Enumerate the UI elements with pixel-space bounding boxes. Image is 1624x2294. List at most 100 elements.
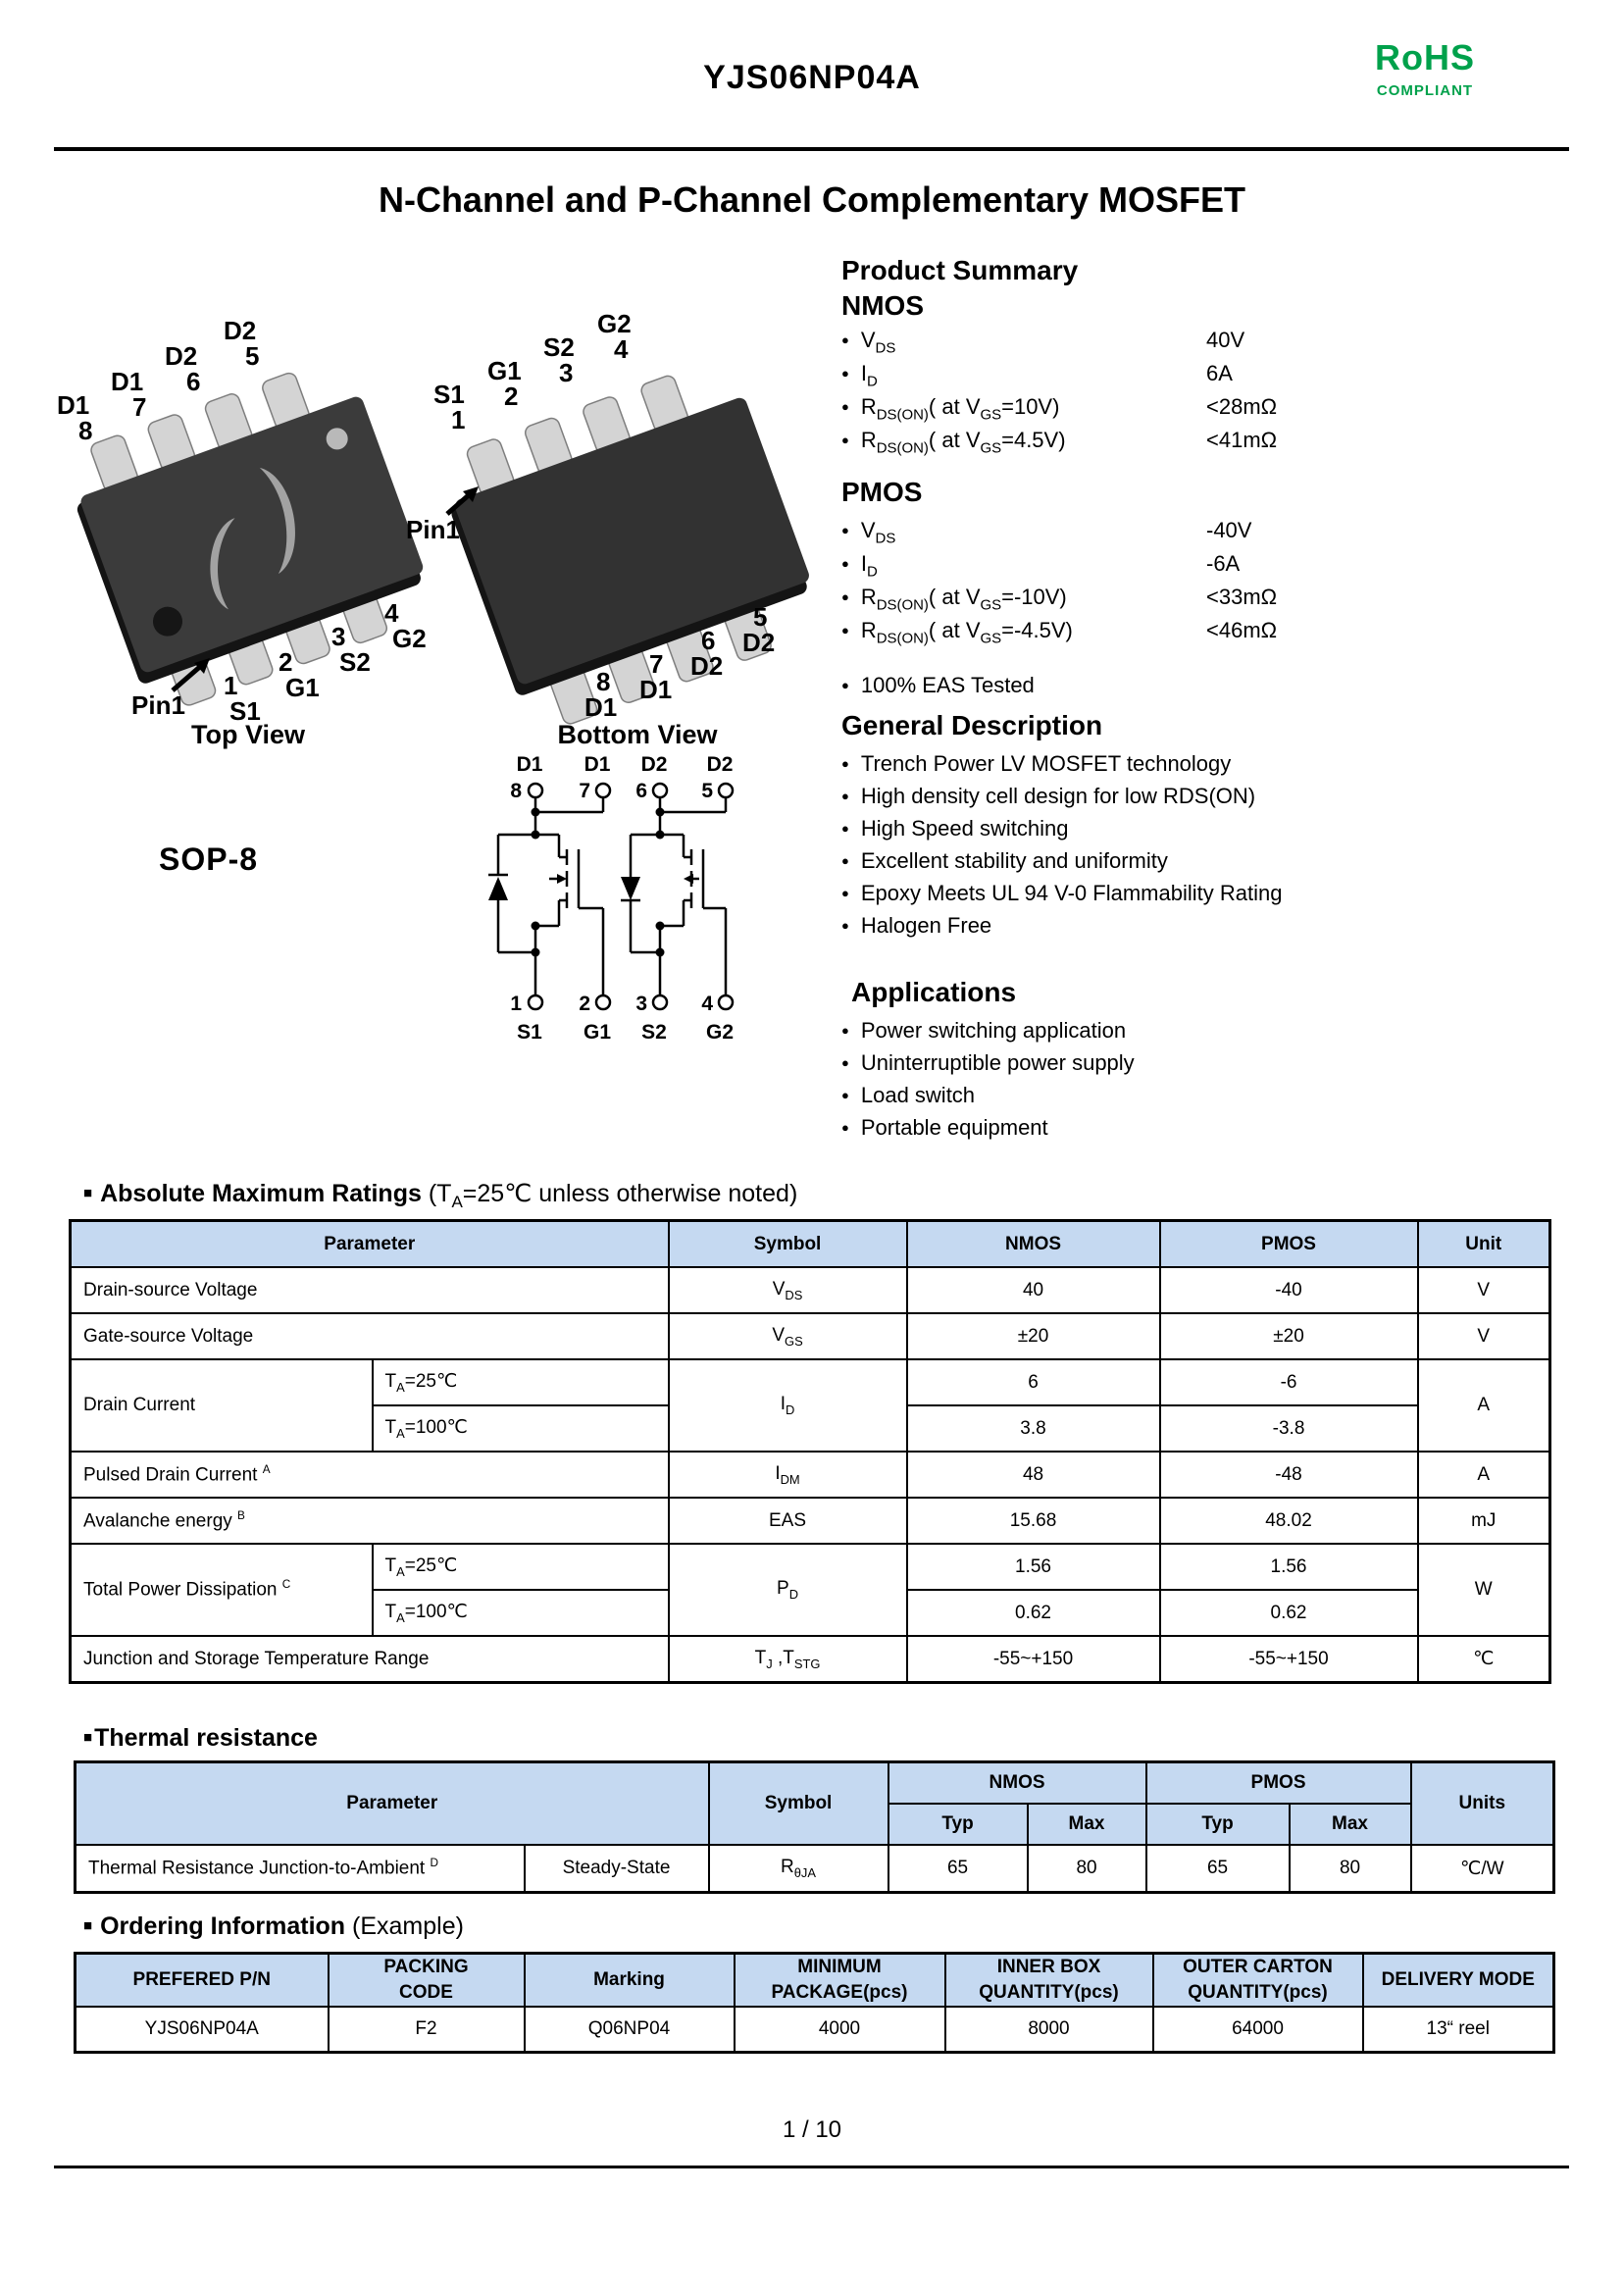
pin-number: 1 xyxy=(224,671,237,700)
col-header: Typ xyxy=(887,1803,1029,1846)
bullet-icon: ● xyxy=(841,589,849,604)
pin-label: S2 xyxy=(543,332,575,362)
table-row: Thermal Resistance Junction-to-Ambient D… xyxy=(74,1844,1555,1894)
spec-value: -40V xyxy=(1206,518,1252,542)
col-header: PREFERED P/N xyxy=(74,1952,330,2008)
bullet-icon: ● xyxy=(841,853,849,868)
pin-label: D1 xyxy=(57,390,89,420)
bullet-icon: ● xyxy=(841,332,849,347)
list-item: ●Trench Power LV MOSFET technology xyxy=(841,751,1232,776)
pin-number: 5 xyxy=(245,341,259,371)
amr-section-heading: ■Absolute Maximum Ratings (TA=25℃ unless… xyxy=(83,1180,798,1211)
pin-label: G1 xyxy=(487,356,522,385)
spec-item: ●RDS(ON)( at VGS=10V) <28mΩ xyxy=(841,394,1278,424)
bullet-icon: ● xyxy=(841,756,849,771)
col-header: Unit xyxy=(1416,1219,1551,1268)
nmos-heading: NMOS xyxy=(841,290,924,321)
col-header: PMOS xyxy=(1158,1219,1419,1268)
table-row: Drain Current TA=25℃ ID 6 -6 A xyxy=(69,1358,1551,1453)
bullet-icon: ● xyxy=(841,678,849,692)
pin-label: S1 xyxy=(433,380,465,409)
bullet-icon: ● xyxy=(841,1023,849,1038)
terminal-number: 6 xyxy=(635,780,647,802)
header-divider xyxy=(54,147,1569,151)
pin-number: 6 xyxy=(186,367,200,396)
pmos-heading: PMOS xyxy=(841,477,923,507)
brand-logo xyxy=(210,467,295,610)
table-row: Total Power Dissipation C TA=25℃ PD 1.56… xyxy=(69,1543,1551,1637)
applications-heading: Applications xyxy=(851,977,1017,1007)
schematic-figure: D1 D1 D2 D2 8 7 6 5 1 2 3 4 S1 G1 S2 G2 xyxy=(488,753,735,1044)
col-header: Typ xyxy=(1144,1803,1291,1846)
pin-number: 8 xyxy=(596,667,610,696)
thermal-section-heading: ■Thermal resistance xyxy=(83,1724,318,1752)
bullet-icon: ● xyxy=(841,433,849,447)
terminal-label: S1 xyxy=(517,1021,542,1044)
col-header: Max xyxy=(1026,1803,1147,1846)
table-row: YJS06NP04A F2 Q06NP04 4000 8000 64000 13… xyxy=(74,2006,1555,2054)
spec-item: ●VDS 40V xyxy=(841,328,1245,357)
pin-number: 3 xyxy=(559,358,573,387)
pin-label: S1 xyxy=(229,696,261,726)
bullet-icon: ● xyxy=(841,366,849,381)
rohs-label: RoHS xyxy=(1375,37,1475,77)
bottom-view-figure: S1 1 G1 2 S2 3 G2 4 8 D1 7 D1 6 D2 5 D2 … xyxy=(406,309,809,749)
bullet-icon: ● xyxy=(841,1120,849,1135)
pin1-index-dot xyxy=(326,428,348,450)
spec-value: <33mΩ xyxy=(1206,585,1278,609)
thermal-resistance-table: Parameter Symbol NMOS PMOS Units Typ Max… xyxy=(74,1760,1556,1894)
pin-number: 4 xyxy=(384,598,399,628)
table-row: Junction and Storage Temperature Range T… xyxy=(69,1635,1551,1684)
table-row: Drain-source Voltage VDS 40 -40 V xyxy=(69,1266,1551,1314)
col-header: Units xyxy=(1409,1760,1555,1846)
pin-label: D1 xyxy=(639,675,672,704)
table-row: Pulsed Drain Current A IDM 48 -48 A xyxy=(69,1451,1551,1499)
ordering-section-heading: ■Ordering Information (Example) xyxy=(83,1912,464,1940)
pin-label: D2 xyxy=(742,628,775,657)
bullet-icon: ● xyxy=(841,1088,849,1102)
pin-label: G2 xyxy=(392,624,427,653)
product-summary-heading: Product Summary xyxy=(841,255,1079,285)
pin-number: 2 xyxy=(504,382,518,411)
pin-number: 4 xyxy=(614,334,629,364)
bullet-icon: ● xyxy=(841,886,849,900)
pin-label: D2 xyxy=(165,341,197,371)
body-diode-nmos xyxy=(488,877,508,900)
table-row: TA=100℃ 3.8 -3.8 xyxy=(71,1404,1550,1453)
table-header-row: Parameter Symbol NMOS PMOS Units xyxy=(74,1760,1555,1846)
table-row: Avalanche energy B EAS 15.68 48.02 mJ xyxy=(69,1497,1551,1545)
terminal-label: D1 xyxy=(584,753,611,776)
bullet-icon: ● xyxy=(841,1055,849,1070)
col-header: Parameter xyxy=(69,1219,670,1268)
pin-label: S2 xyxy=(339,647,371,677)
spec-item: ●RDS(ON)( at VGS=-10V) <33mΩ xyxy=(841,585,1278,614)
bullet-icon: ● xyxy=(841,623,849,637)
spec-item: ●RDS(ON)( at VGS=-4.5V) <46mΩ xyxy=(841,618,1278,647)
top-view-figure: D2 5 D2 6 D1 7 D1 8 1 S1 2 G1 3 S2 4 G2 … xyxy=(57,316,427,749)
general-description-heading: General Description xyxy=(841,710,1103,740)
sop8-chip-top-view xyxy=(76,372,424,706)
spec-value: 6A xyxy=(1206,361,1233,385)
terminal-label: G1 xyxy=(584,1021,611,1044)
absolute-maximum-ratings-table: Parameter Symbol NMOS PMOS Unit Drain-so… xyxy=(69,1219,1552,1684)
list-item: ●Epoxy Meets UL 94 V-0 Flammability Rati… xyxy=(841,881,1283,905)
pin1-label: Pin1 xyxy=(131,690,185,720)
pin1-arrow xyxy=(445,491,473,516)
pin-number: 3 xyxy=(331,622,345,651)
square-bullet-icon: ■ xyxy=(83,1185,93,1201)
col-header: NMOS xyxy=(905,1219,1161,1268)
part-number: YJS06NP04A xyxy=(703,59,921,96)
bullet-icon: ● xyxy=(841,399,849,414)
spec-value: <41mΩ xyxy=(1206,428,1278,452)
pmos-arrow xyxy=(684,874,693,884)
bullet-icon: ● xyxy=(841,918,849,933)
pin-label: D1 xyxy=(584,692,617,722)
col-header: Symbol xyxy=(667,1219,908,1268)
pin1-label: Pin1 xyxy=(406,515,460,544)
body-diode-pmos xyxy=(621,877,640,900)
pin-number: 7 xyxy=(649,649,663,679)
footer-divider xyxy=(54,2166,1569,2168)
